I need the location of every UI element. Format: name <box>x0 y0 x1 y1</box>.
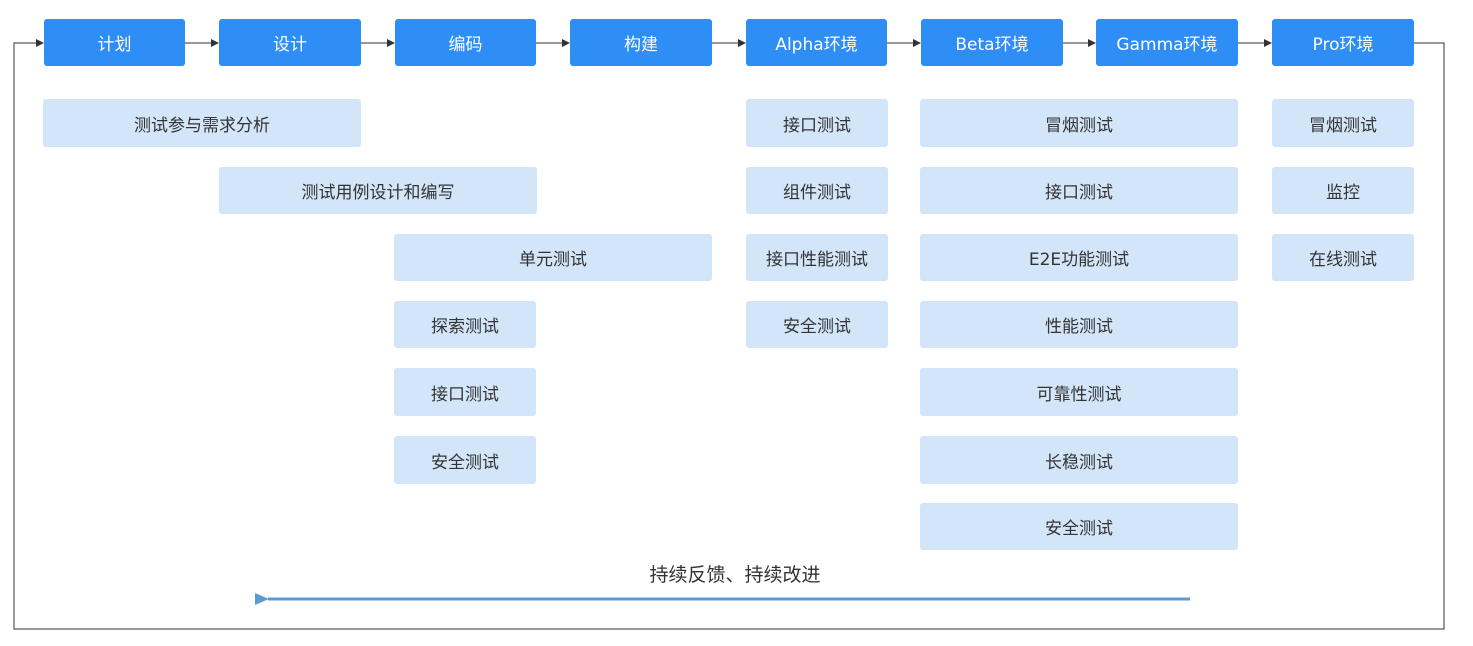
task-beta-security-test[interactable]: 安全测试 <box>920 503 1238 550</box>
stage-label: 编码 <box>448 35 483 55</box>
task-beta-e2e-test[interactable]: E2E功能测试 <box>920 234 1238 281</box>
task-label: 测试用例设计和编写 <box>301 183 455 203</box>
stage-beta[interactable]: Beta环境 <box>921 19 1063 66</box>
task-label: 测试参与需求分析 <box>134 115 270 136</box>
task-testcase-design[interactable]: 测试用例设计和编写 <box>219 167 537 214</box>
task-beta-smoke-test[interactable]: 冒烟测试 <box>920 99 1238 147</box>
stage-label: 构建 <box>624 35 658 55</box>
task-label: 安全测试 <box>1045 519 1113 539</box>
stage-code[interactable]: 编码 <box>395 19 536 66</box>
task-label: 接口测试 <box>1045 183 1113 203</box>
task-label: 冒烟测试 <box>1309 115 1377 136</box>
stage-label: 设计 <box>273 35 307 55</box>
task-code-security-test[interactable]: 安全测试 <box>394 436 536 484</box>
task-label: 接口性能测试 <box>766 250 868 270</box>
task-label: 长稳测试 <box>1045 452 1113 473</box>
task-pro-monitoring[interactable]: 监控 <box>1272 167 1414 214</box>
task-explore-test[interactable]: 探索测试 <box>394 301 536 348</box>
task-label: 安全测试 <box>783 317 851 337</box>
task-label: 探索测试 <box>431 317 499 337</box>
task-alpha-component-test[interactable]: 组件测试 <box>746 167 888 214</box>
task-label: 监控 <box>1326 183 1360 203</box>
stage-label: Beta环境 <box>955 35 1029 55</box>
stage-plan[interactable]: 计划 <box>44 19 185 66</box>
task-label: E2E功能测试 <box>1028 250 1130 270</box>
task-label: 接口测试 <box>783 115 851 136</box>
task-label: 在线测试 <box>1309 250 1377 270</box>
feedback-label: 持续反馈、持续改进 <box>649 564 821 586</box>
task-label: 冒烟测试 <box>1045 115 1113 136</box>
stage-label: Gamma环境 <box>1116 35 1218 55</box>
stage-design[interactable]: 设计 <box>219 19 361 66</box>
task-beta-perf-test[interactable]: 性能测试 <box>920 301 1238 348</box>
task-code-api-test[interactable]: 接口测试 <box>394 368 536 416</box>
task-beta-api-test[interactable]: 接口测试 <box>920 167 1238 214</box>
task-alpha-api-test[interactable]: 接口测试 <box>746 99 888 147</box>
task-beta-stability-test[interactable]: 长稳测试 <box>920 436 1238 484</box>
feedback-caption: 持续反馈、持续改进 <box>560 561 910 589</box>
task-req-analysis[interactable]: 测试参与需求分析 <box>43 99 361 147</box>
task-label: 安全测试 <box>431 452 499 473</box>
task-pro-smoke-test[interactable]: 冒烟测试 <box>1272 99 1414 147</box>
stage-gamma[interactable]: Gamma环境 <box>1096 19 1238 66</box>
task-alpha-security-test[interactable]: 安全测试 <box>746 301 888 348</box>
stage-label: Alpha环境 <box>775 35 858 55</box>
stage-build[interactable]: 构建 <box>570 19 712 66</box>
task-label: 可靠性测试 <box>1036 384 1122 405</box>
stage-pro[interactable]: Pro环境 <box>1272 19 1414 66</box>
task-label: 单元测试 <box>519 250 587 270</box>
task-beta-reliability-test[interactable]: 可靠性测试 <box>920 368 1238 416</box>
stage-alpha[interactable]: Alpha环境 <box>746 19 887 66</box>
task-pro-online-test[interactable]: 在线测试 <box>1272 234 1414 281</box>
task-label: 接口测试 <box>431 384 499 405</box>
stage-label: Pro环境 <box>1312 35 1374 55</box>
task-unit-test[interactable]: 单元测试 <box>394 234 712 281</box>
task-label: 组件测试 <box>783 183 851 203</box>
stage-label: 计划 <box>97 35 132 55</box>
task-alpha-api-perf-test[interactable]: 接口性能测试 <box>746 234 888 281</box>
loop-back-connector <box>13 39 1445 630</box>
task-label: 性能测试 <box>1045 317 1113 337</box>
